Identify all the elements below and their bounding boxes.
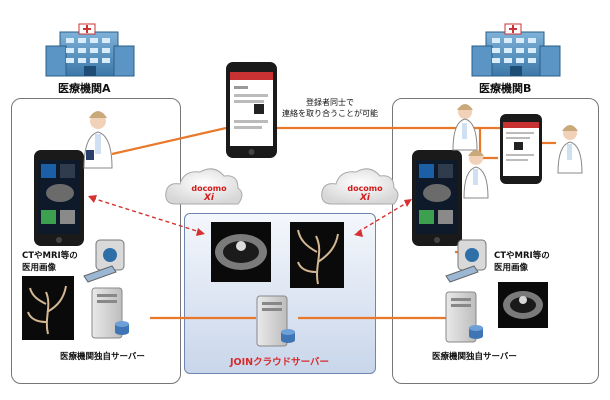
hospital-b-building-icon — [471, 23, 561, 77]
arrowhead-b-right — [404, 199, 412, 207]
hospital-a-imaging-label: CTやMRI等の 医用画像 — [22, 251, 78, 273]
arrowhead-a-right — [196, 228, 205, 236]
hospital-b-imaging-label: CTやMRI等の 医用画像 — [494, 251, 550, 273]
hospital-a-title: 医療機関A — [58, 82, 111, 95]
ct-slice-image-b — [498, 282, 548, 328]
doctor-a-icon — [83, 111, 113, 169]
hospital-a-server-label: 医療機関独自サーバー — [60, 352, 145, 362]
link-doctor-b2 — [478, 128, 498, 160]
hospital-b-smartphone-icon — [412, 150, 462, 246]
hospital-b-server-label: 医療機関独自サーバー — [432, 352, 517, 362]
ct-scanner-a-icon — [83, 239, 125, 283]
cloud-server-label: JOINクラウドサーバー — [230, 357, 330, 368]
doctor-b2-icon — [463, 150, 489, 199]
center-smartphone-icon — [226, 62, 277, 158]
docomo-cloud-left-icon — [165, 168, 243, 205]
docomo-brand-text: docomo — [191, 184, 227, 193]
docomo-brand-text: docomo — [347, 184, 383, 193]
docomo-logo-left: docomo Xi — [186, 184, 232, 203]
dashed-link-cloud-phone-b — [357, 201, 409, 233]
docomo-cloud-right-icon — [321, 168, 399, 205]
hospital-b-chat-phone-icon — [500, 114, 542, 184]
server-a-icon — [91, 287, 129, 339]
ct-scanner-b-icon — [445, 239, 487, 283]
link-doctor-a-to-phone — [111, 126, 227, 156]
hospital-a-smartphone-icon — [34, 150, 84, 246]
cloud-angiogram-image — [290, 222, 344, 288]
center-phone-caption: 登録者同士で 連絡を取り合うことが可能 — [282, 98, 378, 118]
xi-logo-text: Xi — [203, 193, 215, 203]
server-b-icon — [445, 291, 483, 343]
arrowhead-b-left — [354, 229, 363, 237]
cloud-server-icon — [256, 295, 295, 347]
angiogram-image-a — [22, 276, 74, 340]
doctor-b3-icon — [557, 125, 583, 174]
doctor-b1-icon — [452, 104, 478, 151]
xi-logo-text: Xi — [359, 193, 371, 203]
arrowhead-a-left — [88, 195, 97, 203]
dashed-link-phone-a-cloud — [91, 197, 201, 233]
hospital-a-building-icon — [45, 23, 135, 77]
docomo-logo-right: docomo Xi — [342, 184, 388, 203]
cloud-ct-image — [211, 222, 271, 282]
hospital-b-title: 医療機関B — [479, 82, 532, 95]
